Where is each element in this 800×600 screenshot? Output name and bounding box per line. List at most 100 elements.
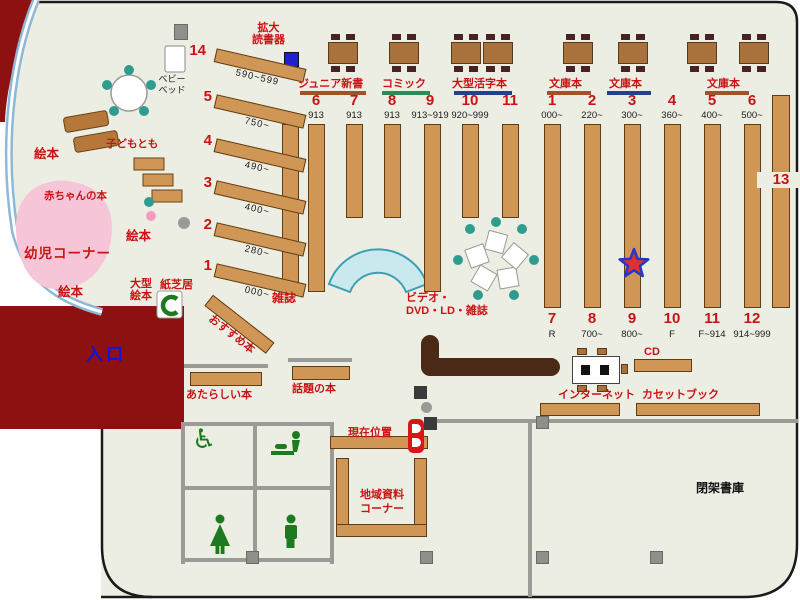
shelf-number: 5 — [707, 92, 717, 109]
shelf-range: 913 — [346, 110, 362, 121]
category-bunko: 文庫本 — [609, 78, 642, 90]
shelf-column — [424, 124, 441, 292]
shelf-number: 2 — [203, 216, 212, 233]
cd-label: CD — [644, 346, 660, 358]
shelf-column — [462, 124, 479, 218]
shelf-number: 4 — [203, 132, 212, 149]
category-bunko: 文庫本 — [707, 78, 740, 90]
chair — [597, 348, 607, 355]
chair — [577, 348, 587, 355]
shelf-range: 914~999 — [733, 329, 771, 340]
reading-table — [451, 34, 481, 72]
shelf-number: 3 — [627, 92, 637, 109]
shelf-number: 1 — [547, 92, 557, 109]
wall-closed-stacks-top — [430, 419, 798, 423]
picture-books-label: 絵本 — [58, 285, 84, 299]
cassette-shelf — [636, 403, 760, 416]
shelf-number: 6 — [747, 92, 757, 109]
reading-table — [739, 34, 769, 72]
infant-corner-label: 幼児コーナー — [24, 246, 111, 261]
shelf-range: F~914 — [698, 329, 726, 340]
cd-shelf — [634, 359, 692, 372]
category-junior-shinsho: ジュニア新書 — [298, 78, 364, 90]
reading-table — [618, 34, 648, 72]
wall — [181, 422, 185, 564]
shelf-number: 10 — [663, 310, 681, 327]
shelf-number: 7 — [349, 92, 359, 109]
kids-table — [73, 130, 120, 153]
star-marker — [618, 247, 650, 278]
wall — [183, 486, 331, 490]
shelf-range: 000~ — [541, 110, 563, 121]
shelf-number: 3 — [203, 174, 212, 191]
pillar-round — [178, 217, 190, 229]
stool — [146, 211, 156, 221]
shelf-range: 400~ — [701, 110, 723, 121]
wall-closed-stacks-left — [528, 419, 532, 597]
shelf-column — [704, 124, 721, 308]
shelf-range: 500~ — [741, 110, 763, 121]
shelf-column — [384, 124, 401, 218]
shelf-column — [308, 124, 325, 292]
category-shelf — [454, 91, 512, 95]
wall — [184, 364, 268, 368]
shelf-number: 11 — [502, 92, 518, 109]
wall — [253, 422, 257, 558]
cassette-label: カセットブック — [642, 389, 719, 401]
current-location-label: 現在位置 — [348, 427, 392, 439]
pod-stools — [453, 217, 539, 300]
new-books-shelf — [190, 372, 262, 386]
shelf-number: 8 — [387, 92, 397, 109]
curved-wall-gap — [7, 0, 103, 314]
chair — [597, 385, 607, 392]
entrance-block — [0, 306, 184, 429]
corner-wall-band — [0, 0, 37, 122]
picture-books-label: 絵本 — [126, 229, 152, 243]
pillar-round — [421, 402, 432, 413]
pillar — [174, 24, 188, 40]
shelf-range: 700~ — [581, 329, 603, 340]
baby-books-label: 赤ちゃんの本 — [44, 190, 107, 202]
wall — [330, 422, 334, 564]
shelf-number: 9 — [425, 92, 435, 109]
local-shelf — [330, 436, 428, 449]
shelf-number: 14 — [189, 42, 206, 59]
kodomo-tomo-label: 子どもとも — [106, 138, 159, 150]
shelf-column — [544, 124, 561, 308]
shelf-range: 913~919 — [411, 110, 449, 121]
magazines-label: 雑誌 — [272, 291, 297, 305]
current-location-marker — [408, 419, 424, 453]
shelf-number-13: 13 — [757, 172, 800, 188]
category-shelf — [607, 91, 651, 95]
shelf-range: 913 — [384, 110, 400, 121]
shelf-range: F — [669, 329, 675, 340]
women-toilet-icon — [210, 514, 230, 554]
category-comic: コミック — [382, 78, 426, 90]
return-box — [414, 386, 427, 399]
shelf-number: 10 — [461, 92, 479, 109]
internet-desk — [572, 356, 620, 384]
shelf-number: 1 — [203, 257, 212, 274]
baby-bed-label: ベビーベッド — [158, 74, 186, 95]
shelf-number: 9 — [627, 310, 637, 327]
shelf-number: 2 — [587, 92, 597, 109]
shelf-range: 800~ — [621, 329, 643, 340]
shelf-number: 5 — [203, 88, 212, 105]
shelf-number: 8 — [587, 310, 597, 327]
shelf-range: 300~ — [621, 110, 643, 121]
shelf-column — [744, 124, 761, 308]
kids-stools — [102, 65, 156, 116]
pillar-dark — [424, 417, 437, 430]
entrance-label: 入口 — [86, 345, 126, 364]
topical-books-label: 話題の本 — [292, 383, 336, 395]
reading-table — [687, 34, 717, 72]
shelf-number: 6 — [311, 92, 321, 109]
exterior-mask-bl — [0, 429, 101, 600]
local-shelf — [336, 524, 427, 537]
category-shelf — [300, 91, 366, 95]
chair — [577, 385, 587, 392]
shelf-number: 12 — [743, 310, 761, 327]
category-shelf — [382, 91, 430, 95]
cassette-shelf — [540, 403, 620, 416]
